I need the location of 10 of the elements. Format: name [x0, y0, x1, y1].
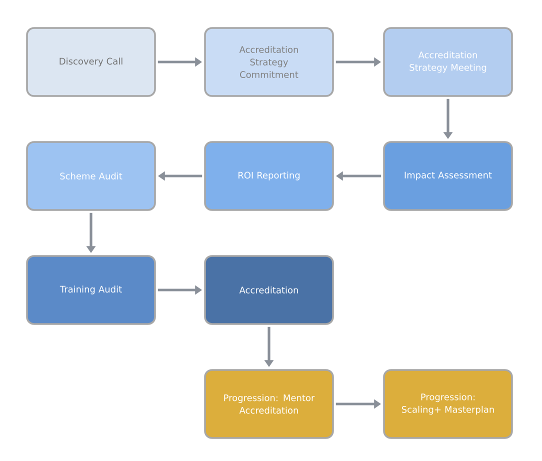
process-box: Accreditation Strategy Meeting [383, 27, 513, 97]
process-box: Progression: Scaling+ Masterplan [383, 369, 513, 439]
process-box: Discovery Call [26, 27, 156, 97]
process-box: Scheme Audit [26, 141, 156, 211]
process-box: ROI Reporting [204, 141, 334, 211]
process-box: Progression: Mentor Accreditation [204, 369, 334, 439]
process-box: Accreditation Strategy Commitment [204, 27, 334, 97]
process-box: Training Audit [26, 255, 156, 325]
process-box: Accreditation [204, 255, 334, 325]
process-box: Impact Assessment [383, 141, 513, 211]
